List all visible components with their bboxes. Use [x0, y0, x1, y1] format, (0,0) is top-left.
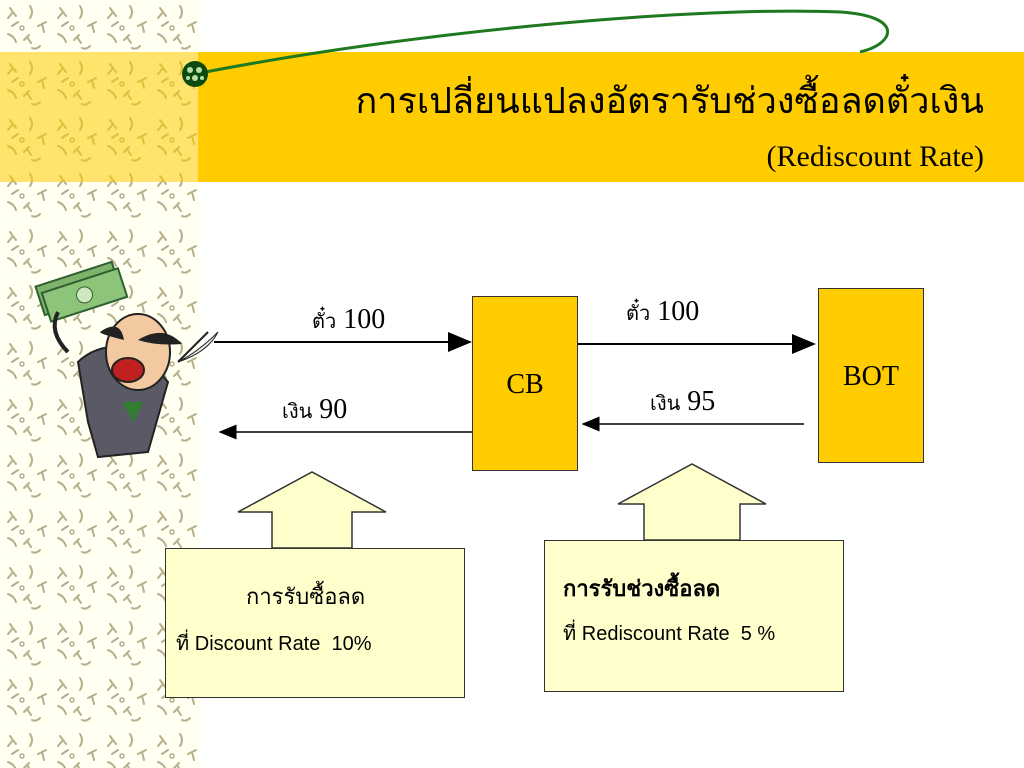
discount-note-box: การรับซื้อลด ที่ Discount Rate 10% — [165, 548, 465, 698]
flow-label-value: 95 — [687, 386, 716, 417]
note-title: การรับช่วงซื้อลด — [563, 576, 721, 601]
bot-label: BOT — [843, 361, 899, 392]
cb-label: CB — [506, 369, 544, 400]
flow-label-left-bottom: เงิน 90 — [282, 394, 347, 427]
flow-label-right-top: ตั๋ว 100 — [626, 296, 699, 329]
up-arrow-left — [237, 471, 387, 549]
note-detail: ที่ Discount Rate 10% — [176, 627, 372, 659]
flow-label-thai: เงิน — [282, 401, 313, 423]
note-title: การรับซื้อลด — [246, 584, 366, 609]
cb-node: CB — [472, 296, 578, 471]
flow-label-thai: เงิน — [650, 393, 681, 415]
up-arrow-right — [617, 463, 767, 541]
bot-node: BOT — [818, 288, 924, 463]
rediscount-note-box: การรับช่วงซื้อลด ที่ Rediscount Rate 5 % — [544, 540, 844, 692]
flow-label-left-top: ตั๋ว 100 — [312, 304, 385, 337]
note-detail-prefix: ที่ — [176, 633, 190, 655]
note-detail: ที่ Rediscount Rate 5 % — [563, 617, 775, 649]
flow-label-thai: ตั๋ว — [626, 303, 651, 325]
flow-label-value: 100 — [657, 296, 700, 327]
page-subtitle: (Rediscount Rate) — [766, 140, 984, 173]
page-title: การเปลี่ยนแปลงอัตรารับช่วงซื้อลดตั๋วเงิน — [355, 81, 984, 121]
flow-label-value: 100 — [343, 304, 386, 335]
banker-with-money-illustration — [34, 260, 219, 459]
flow-label-right-bottom: เงิน 95 — [650, 386, 715, 419]
note-detail-text: Rediscount Rate 5 % — [581, 623, 776, 645]
flow-label-thai: ตั๋ว — [312, 311, 337, 333]
flow-label-value: 90 — [319, 394, 348, 425]
note-detail-prefix: ที่ — [563, 623, 577, 645]
note-detail-text: Discount Rate 10% — [194, 633, 372, 655]
